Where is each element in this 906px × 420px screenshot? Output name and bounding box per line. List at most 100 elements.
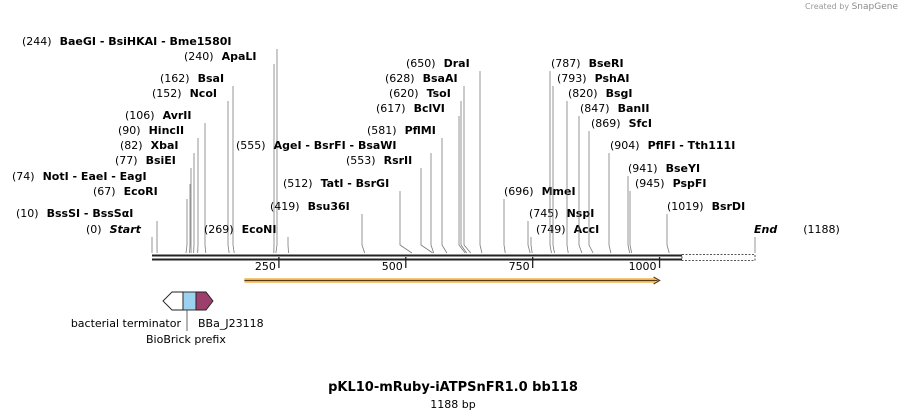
scale-tick-1000: 1000: [629, 257, 661, 273]
site-name: BanII: [618, 102, 650, 115]
site-name: ApaLI: [222, 50, 257, 63]
site-baegi-bsihkai-bme1580i[interactable]: (244) BaeGI - BsiHKAI - Bme1580I: [22, 35, 278, 254]
site-stem: [458, 116, 466, 254]
site-position: (941): [628, 162, 658, 175]
site-bsgi[interactable]: (820)BsgI: [566, 87, 633, 254]
site-position: (10): [16, 207, 39, 220]
site-ecori[interactable]: (67)EcoRI: [93, 185, 188, 254]
site-hincii[interactable]: (90)HincII: [118, 124, 199, 254]
site-name: BsaAI: [423, 72, 458, 85]
site-tsoi[interactable]: (620) TsoI: [389, 87, 468, 254]
site-label: (904) PflFI - Tth111I: [610, 139, 735, 152]
site-position: (152): [152, 87, 182, 100]
site-label: (941)BseYI: [628, 162, 700, 175]
site-bseri[interactable]: (787)BseRI: [549, 57, 624, 254]
site-position: (628): [385, 72, 415, 85]
site-position: (244): [22, 35, 52, 48]
site-position: (904): [610, 139, 640, 152]
site-position: (240): [184, 50, 214, 63]
site-label: (0)Start: [86, 223, 142, 236]
created-by-text: Created by: [805, 2, 850, 11]
site-bseyi[interactable]: (941)BseYI: [627, 162, 700, 254]
site-name: BsgI: [606, 87, 633, 100]
site-label: (553)RsrII: [346, 154, 412, 167]
site-stem: [185, 199, 188, 254]
site-position: (67): [93, 185, 116, 198]
site-label: (628) BsaAI: [385, 72, 458, 85]
site-apali[interactable]: (240) ApaLI: [184, 50, 275, 254]
site-bsai[interactable]: (162)BsaI: [160, 72, 235, 254]
site-banii[interactable]: (847)BanII: [578, 102, 650, 254]
site-bsssi-bsss-i[interactable]: (10)BssSI - BssSαI: [16, 207, 158, 254]
site-position: (269): [204, 223, 234, 236]
site-position: (74): [12, 170, 35, 183]
site-stem: [399, 191, 413, 254]
site-name: XbaI: [151, 139, 179, 152]
site-rsrii[interactable]: (553)RsrII: [346, 154, 433, 254]
site-sfci[interactable]: (869)SfcI: [588, 117, 652, 254]
site-agei-bsrfi-bsawi[interactable]: (555)AgeI - BsrFI - BsaWI: [236, 139, 435, 254]
terminator-arrow-shape: [162, 291, 184, 311]
site-name: TsoI: [427, 87, 451, 100]
site-bsrdi[interactable]: (1019)BsrDI: [666, 200, 745, 254]
site-label: (820)BsgI: [568, 87, 633, 100]
site-stem: [588, 131, 594, 254]
tick-label: 1000: [629, 260, 657, 273]
site-pflmi[interactable]: (581)PflMI: [367, 124, 448, 254]
site-label: (77)BsiEI: [115, 154, 176, 167]
site-label: (512)TatI - BsrGI: [283, 177, 389, 190]
site-noti-eaei-eagi[interactable]: (74)NotI - EaeI - EagI: [12, 170, 191, 254]
site-position: (581): [367, 124, 397, 137]
site-drai[interactable]: (650)DraI: [406, 57, 483, 254]
site-label: (945)PspFI: [635, 177, 707, 190]
site-bclvi[interactable]: (617)BclVI: [376, 102, 466, 254]
plasmid-length: 1188 bp: [430, 398, 476, 411]
site-end[interactable]: End(1188): [754, 223, 840, 253]
site-pspfi[interactable]: (945)PspFI: [629, 177, 707, 254]
site-name: BsiEI: [146, 154, 176, 167]
site-bsaai[interactable]: (628) BsaAI: [385, 72, 472, 254]
site-bsiei[interactable]: (77)BsiEI: [115, 154, 192, 254]
site-position: (787): [551, 57, 581, 70]
site-stem: [479, 71, 483, 254]
site-pflfi-tth111i[interactable]: (904) PflFI - Tth111I: [608, 139, 735, 254]
site-bsu36i[interactable]: (419)Bsu36I: [270, 200, 366, 254]
site-xbai[interactable]: (82)XbaI: [120, 139, 195, 254]
site-label: (793)PshAI: [557, 72, 629, 85]
feature-bba-j23118[interactable]: [195, 291, 214, 311]
tick-label: 500: [382, 260, 403, 273]
site-name: BaeGI - BsiHKAI - Bme1580I: [60, 35, 232, 48]
site-position: (106): [125, 109, 155, 122]
site-name: MmeI: [542, 185, 576, 198]
site-position: (620): [389, 87, 419, 100]
scale-tick-250: 250: [255, 257, 280, 273]
scale-tick-500: 500: [382, 257, 407, 273]
site-position: (162): [160, 72, 190, 85]
site-name: PflFI - Tth111I: [648, 139, 736, 152]
feature-label-bba-j23118: BBa_J23118: [198, 317, 264, 330]
site-pshai[interactable]: (793)PshAI: [552, 72, 629, 254]
site-tati-bsrgi[interactable]: (512)TatI - BsrGI: [283, 177, 413, 254]
site-label: (617)BclVI: [376, 102, 445, 115]
site-label: (650)DraI: [406, 57, 470, 70]
site-stem: [549, 71, 552, 254]
site-stem: [227, 101, 230, 254]
site-ncoi[interactable]: (152) NcoI: [152, 87, 230, 254]
site-label: (244) BaeGI - BsiHKAI - Bme1580I: [22, 35, 232, 48]
site-econi[interactable]: (269)EcoNI: [204, 223, 289, 254]
feature-biobrick-prefix[interactable]: [182, 291, 197, 311]
site-stem: [578, 116, 583, 254]
site-avrii[interactable]: (106)AvrII: [125, 109, 207, 254]
site-stem: [552, 86, 555, 254]
site-nspi[interactable]: (745)NspI: [527, 207, 594, 254]
site-label: (162)BsaI: [160, 72, 224, 85]
site-name: NcoI: [190, 87, 217, 100]
site-stem: [463, 86, 472, 254]
site-acci[interactable]: (749)AccI: [530, 223, 599, 254]
scale-tick-750: 750: [509, 257, 534, 273]
biobrick-prefix-box: [182, 291, 197, 311]
site-start[interactable]: (0)Start: [86, 223, 153, 253]
feature-bacterial-terminator[interactable]: [162, 291, 184, 311]
orf-arrow-layer: [244, 276, 661, 285]
site-name: RsrII: [384, 154, 413, 167]
